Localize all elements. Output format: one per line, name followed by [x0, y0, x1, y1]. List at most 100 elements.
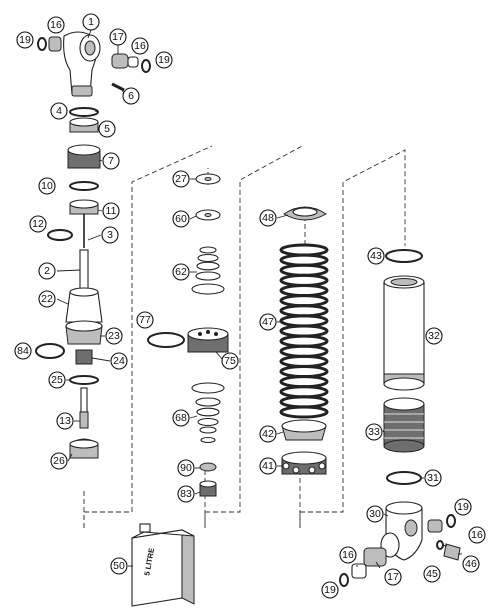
svg-text:16: 16 — [471, 529, 483, 541]
svg-text:77: 77 — [139, 314, 151, 326]
spring-coil — [279, 314, 329, 328]
shim-stack-column — [147, 173, 229, 497]
callout-16-top-right: 16 — [131, 37, 149, 55]
callout-83: 83 — [177, 485, 195, 503]
callout-1: 1 — [82, 13, 100, 31]
nut-13 — [79, 411, 89, 429]
svg-text:50: 50 — [113, 560, 125, 572]
callout-46: 46 — [462, 555, 480, 573]
callout-11: 11 — [102, 202, 120, 220]
callout-19-top-left: 19 — [16, 31, 34, 49]
callout-41: 41 — [259, 457, 277, 475]
svg-text:47: 47 — [262, 316, 274, 328]
callout-84: 84 — [14, 342, 32, 360]
callout-45: 45 — [423, 565, 441, 583]
callout-62: 62 — [172, 263, 190, 281]
svg-text:41: 41 — [262, 460, 274, 472]
callout-47: 47 — [259, 313, 277, 331]
spring-coil — [279, 354, 329, 368]
svg-text:19: 19 — [158, 54, 170, 66]
svg-text:60: 60 — [175, 213, 187, 225]
spring-column — [279, 206, 329, 475]
svg-text:25: 25 — [51, 374, 63, 386]
piston-rod-2 — [79, 249, 89, 293]
svg-text:22: 22 — [41, 293, 53, 305]
svg-text:19: 19 — [457, 501, 469, 513]
callout-68: 68 — [172, 409, 190, 427]
spring-coil — [279, 395, 329, 409]
svg-text:26: 26 — [53, 455, 65, 467]
svg-text:24: 24 — [113, 355, 125, 367]
callout-16-top-left: 16 — [47, 16, 65, 34]
spring-coil — [279, 385, 329, 399]
callout-75: 75 — [221, 352, 239, 370]
screw-46 — [443, 543, 461, 561]
callout-42: 42 — [259, 425, 277, 443]
o-ring-19-bottom — [339, 573, 349, 587]
svg-text:83: 83 — [180, 488, 192, 500]
callout-24: 24 — [110, 352, 128, 370]
callout-43: 43 — [367, 247, 385, 265]
callout-77: 77 — [136, 311, 154, 329]
spring-coil — [279, 284, 329, 297]
spring-coil — [279, 344, 329, 358]
callout-23: 23 — [105, 327, 123, 345]
svg-text:17: 17 — [112, 31, 124, 43]
o-ring-31 — [386, 471, 422, 485]
callout-4: 4 — [50, 102, 68, 120]
callout-2: 2 — [38, 262, 56, 280]
callout-6: 6 — [122, 87, 140, 105]
svg-text:45: 45 — [426, 568, 438, 580]
callout-30: 30 — [366, 505, 384, 523]
piston-75 — [187, 327, 229, 353]
callout-22: 22 — [38, 290, 56, 308]
callout-5: 5 — [98, 120, 116, 138]
svg-text:17: 17 — [387, 571, 399, 583]
callout-25: 25 — [48, 371, 66, 389]
svg-text:11: 11 — [106, 205, 117, 217]
svg-text:19: 19 — [324, 584, 336, 596]
svg-text:30: 30 — [369, 508, 381, 520]
oil-bottle-50: 5 LITRE — [131, 523, 195, 607]
o-ring-19-right — [141, 59, 151, 73]
svg-text:42: 42 — [262, 428, 274, 440]
svg-text:31: 31 — [427, 472, 439, 484]
shim-stack-68 — [191, 382, 225, 444]
callout-90: 90 — [177, 459, 195, 477]
piston-ring-77 — [147, 332, 185, 348]
callout-19-bottom: 19 — [321, 581, 339, 599]
svg-text:1: 1 — [88, 16, 94, 28]
svg-text:16: 16 — [50, 19, 62, 31]
pin-6 — [111, 82, 125, 92]
svg-text:3: 3 — [107, 229, 113, 241]
o-ring-10 — [69, 181, 99, 191]
svg-text:16: 16 — [134, 40, 146, 52]
circlip-12 — [47, 229, 73, 241]
svg-text:5: 5 — [104, 123, 110, 135]
bushing-16-left — [48, 36, 62, 52]
callout-27: 27 — [172, 170, 190, 188]
ring-84 — [35, 343, 65, 359]
callout-16-bottom: 16 — [339, 546, 357, 564]
svg-text:33: 33 — [368, 426, 380, 438]
adjuster-nut-33 — [383, 397, 425, 453]
bushing-16-bottom-right — [427, 519, 443, 533]
spring-coil — [279, 304, 329, 318]
callout-13: 13 — [56, 412, 74, 430]
svg-text:2: 2 — [44, 265, 50, 277]
svg-text:16: 16 — [342, 549, 354, 561]
callout-50: 50 — [110, 557, 128, 575]
svg-text:6: 6 — [128, 90, 134, 102]
part-callouts: 1 16 19 17 16 19 6 4 5 7 10 11 12 3 2 22… — [14, 13, 486, 599]
svg-text:90: 90 — [180, 462, 192, 474]
svg-text:4: 4 — [56, 105, 62, 117]
callout-19-top-right: 19 — [155, 51, 173, 69]
svg-text:62: 62 — [175, 266, 187, 278]
svg-text:12: 12 — [32, 218, 44, 230]
callout-32: 32 — [425, 327, 443, 345]
svg-text:19: 19 — [19, 34, 31, 46]
callout-19-bottom-right: 19 — [454, 498, 472, 516]
o-ring-4 — [69, 107, 99, 117]
washer-90 — [199, 462, 217, 472]
callout-7: 7 — [102, 152, 120, 170]
